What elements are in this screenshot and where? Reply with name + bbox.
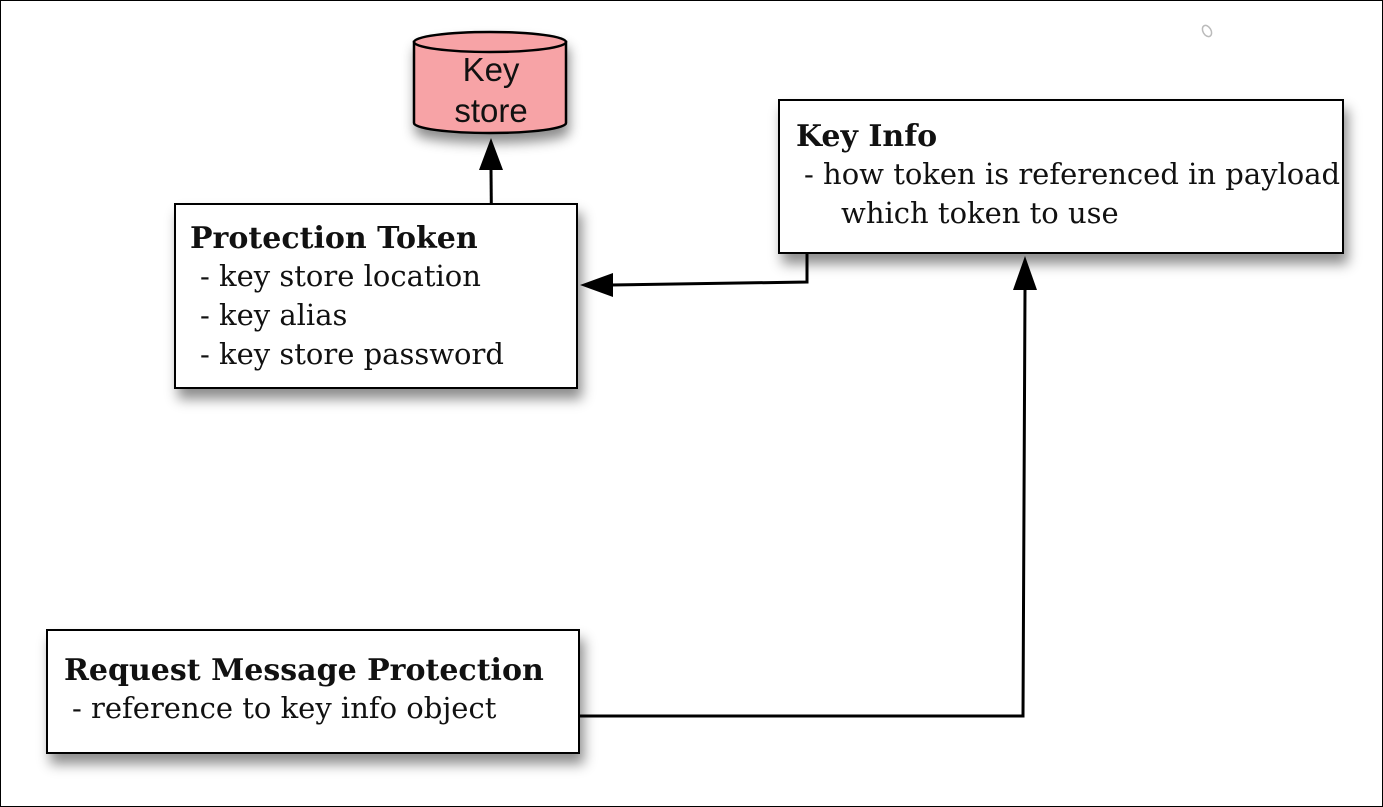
protection-token-line: - key store password [200,337,504,371]
protection-token-line: - key store location [200,259,481,293]
request-message-protection-title: Request Message Protection [64,653,544,688]
key-info-line: which token to use [841,196,1119,230]
key-info-line: - how token is referenced in payload [804,157,1341,191]
resize-handle-icon[interactable] [1200,23,1214,39]
protection-token-box[interactable]: Protection Token - key store location - … [174,203,578,389]
request-message-protection-line: - reference to key info object [72,691,497,725]
keystore-label: Key store [415,49,567,131]
key-info-title: Key Info [796,119,938,154]
keystore-label-line2: store [454,92,528,129]
protection-token-line: - key alias [200,298,348,332]
keystore-label-line1: Key [462,51,520,88]
request-message-protection-box[interactable]: Request Message Protection - reference t… [46,629,580,754]
keystore-cylinder[interactable] [412,30,568,135]
key-info-box[interactable]: Key Info - how token is referenced in pa… [778,99,1344,254]
protection-token-title: Protection Token [190,221,478,256]
